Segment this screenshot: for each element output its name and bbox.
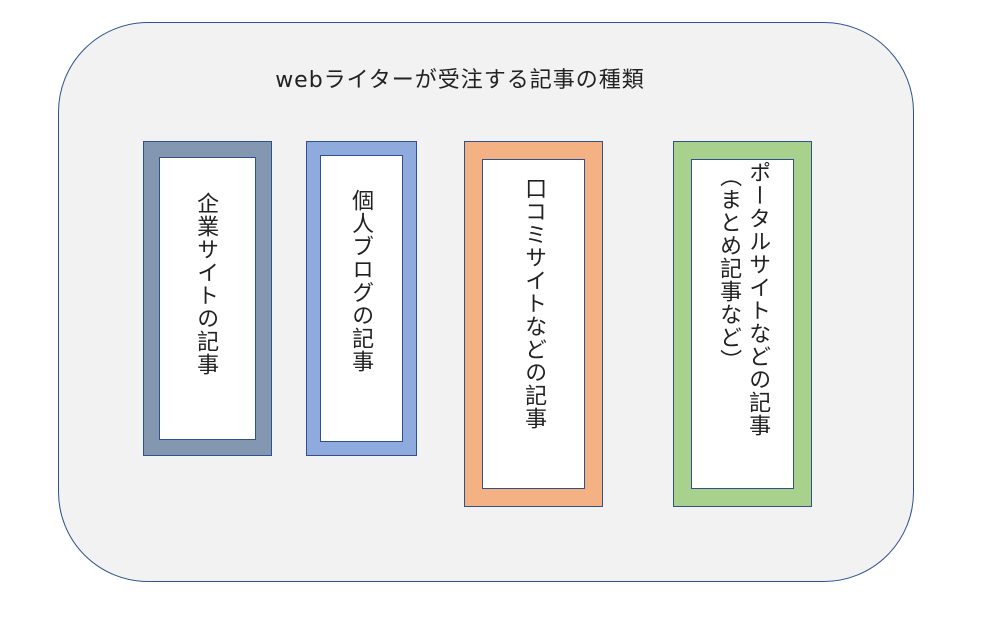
card-review-site: 口コミサイトなどの記事 xyxy=(464,141,603,507)
card-portal-site-label-line2: （まとめ記事など） xyxy=(716,165,742,372)
card-portal-site: ポータルサイトなどの記事 （まとめ記事など） xyxy=(673,141,812,507)
card-corporate-site: 企業サイトの記事 xyxy=(143,141,272,456)
diagram-title: webライターが受注する記事の種類 xyxy=(275,68,645,93)
card-portal-site-label-line1: ポータルサイトなどの記事 xyxy=(745,161,771,437)
card-personal-blog: 個人ブログの記事 xyxy=(306,141,417,456)
card-review-site-inner: 口コミサイトなどの記事 xyxy=(482,159,585,489)
card-personal-blog-label: 個人ブログの記事 xyxy=(348,189,374,373)
card-review-site-label: 口コミサイトなどの記事 xyxy=(521,177,547,430)
card-corporate-site-label: 企業サイトの記事 xyxy=(193,192,219,376)
card-corporate-site-inner: 企業サイトの記事 xyxy=(159,157,256,440)
card-personal-blog-inner: 個人ブログの記事 xyxy=(320,155,403,442)
card-portal-site-inner: ポータルサイトなどの記事 （まとめ記事など） xyxy=(691,159,794,489)
